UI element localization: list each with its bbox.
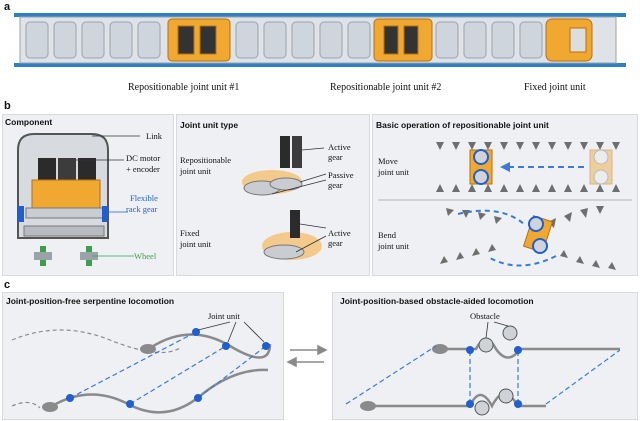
operation-title: Basic operation of repositionable joint …: [376, 120, 549, 130]
move-arrowhead: [500, 162, 510, 172]
component-leader-lines: [76, 135, 140, 257]
rack-right: [102, 206, 108, 222]
obstacle-leader-lines: [485, 321, 509, 339]
transition-arrows: [286, 344, 328, 368]
orange-body: [31, 179, 101, 211]
rack-left: [18, 206, 24, 222]
joint-type-label-joint-unit-1: joint unit: [180, 166, 211, 176]
link-segments: [25, 21, 543, 59]
joint-type-label-passive: Passive: [328, 170, 354, 180]
serpentine-joint-units: [66, 328, 270, 408]
joint-unit-leader-lines: [197, 321, 265, 343]
joint-unit-2: [373, 18, 433, 62]
right-locomotion-title: Joint-position-based obstacle-aided loco…: [340, 296, 534, 306]
joint-type-label-gear-3: gear: [328, 238, 343, 248]
snake-top-body: [149, 333, 272, 359]
left-locomotion-title: Joint-position-free serpentine locomotio…: [6, 296, 175, 306]
component-title: Component: [5, 117, 53, 127]
right-locomotion-box: [332, 292, 638, 420]
joint-type-label-active-2: Active: [328, 228, 351, 238]
panel-letter-b: b: [4, 100, 11, 112]
caption-joint-unit-2: Repositionable joint unit #2: [330, 82, 442, 93]
snake-top-head: [140, 344, 156, 354]
obstacle-snake-top-head: [432, 344, 448, 354]
move-ghost-joint-unit: [589, 149, 613, 185]
obstacle-snake-bottom-head: [360, 401, 376, 411]
repositionable-joint-unit-drawing: [242, 136, 327, 196]
snake-bottom-trail: [11, 401, 41, 409]
component-label-dc-motor: DC motor: [126, 153, 161, 163]
move-joint-unit: [469, 149, 493, 185]
joint-type-label-gear-1: gear: [328, 152, 343, 162]
wheel-hub-left: [34, 252, 52, 260]
bend-rack-bottom: [440, 244, 616, 270]
operation-box: [372, 114, 638, 276]
fixed-joint-unit-drawing: [262, 210, 327, 260]
move-rack-top: [436, 142, 620, 150]
snake-bottom-head: [42, 402, 58, 412]
fixed-joint-unit: [545, 18, 593, 62]
joint-type-label-fixed: Fixed: [180, 228, 200, 238]
caption-joint-unit-1: Repositionable joint unit #1: [128, 82, 240, 93]
component-label-rack-gear: rack gear: [126, 204, 158, 214]
bend-arrow-bottom: [489, 255, 557, 267]
joint-type-title: Joint unit type: [180, 120, 239, 130]
joint-type-label-joint-unit-2: joint unit: [180, 239, 211, 249]
component-label-link: Link: [146, 131, 163, 141]
left-locomotion-box: [2, 292, 284, 420]
operation-label-bend: Bend: [378, 230, 396, 240]
bend-joint-unit: [522, 215, 554, 254]
caption-fixed-joint-unit: Fixed joint unit: [524, 82, 586, 93]
obstacle-label: Obstacle: [470, 311, 500, 321]
bottom-rack-rail: [14, 63, 626, 67]
operation-label-move: Move: [378, 156, 398, 166]
obstacles: [474, 325, 518, 416]
joint-type-label-active: Active: [328, 142, 351, 152]
top-rack-rail: [14, 13, 626, 17]
wheel-hub-right: [80, 252, 98, 260]
joint-type-label-repositionable: Repositionable: [180, 155, 231, 165]
snake-top-trail: [11, 329, 181, 354]
component-label-wheel: Wheel: [134, 251, 157, 261]
joint-unit-1: [167, 18, 231, 62]
operation-label-joint-unit-2: joint unit: [378, 241, 409, 251]
joint-type-label-gear-2: gear: [328, 180, 343, 190]
move-rack-bottom: [436, 184, 620, 192]
operation-label-joint-unit-1: joint unit: [378, 167, 409, 177]
obstacle-joint-units: [466, 346, 522, 408]
component-label-flexible: Flexible: [130, 193, 158, 203]
base-plate: [23, 225, 105, 237]
component-label-encoder: + encoder: [126, 164, 160, 174]
serpentine-dashed-links: [69, 331, 267, 405]
joint-unit-label: Joint unit: [208, 311, 240, 321]
obstacle-dashed-links: [345, 345, 621, 405]
bend-arrow-top: [457, 209, 525, 225]
panel-letter-c: c: [4, 279, 11, 291]
snake-bottom-body: [51, 368, 269, 414]
panel-letter-a: a: [4, 1, 11, 13]
